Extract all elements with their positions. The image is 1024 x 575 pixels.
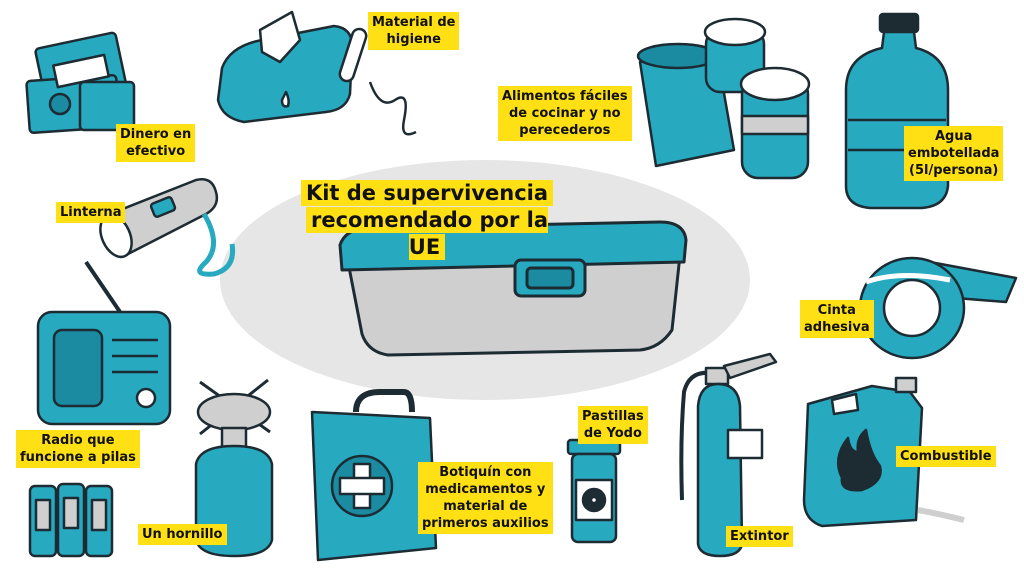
pill-bottle-icon [566, 438, 622, 544]
flashlight-icon [99, 178, 236, 277]
page-title: Kit de supervivencia recomendado por la … [293, 180, 561, 261]
camping-stove-icon [194, 378, 274, 558]
batteries-icon [28, 482, 114, 558]
banknotes-icon [25, 31, 136, 135]
title-line: recomendado por la UE [293, 207, 561, 261]
fire-extinguisher-icon [679, 352, 778, 558]
tape-roll-icon [858, 256, 1018, 360]
wet-wipes-icon [216, 10, 417, 136]
jerrycan-icon [802, 376, 965, 528]
label-extintor: Extintor [726, 526, 793, 547]
label-linterna: Linterna [56, 202, 126, 223]
label-hornillo: Un hornillo [138, 524, 227, 545]
radio-icon [36, 260, 172, 426]
first-aid-kit-icon [310, 389, 438, 562]
canned-food-icon [636, 17, 811, 180]
title-line: Kit de supervivencia [293, 180, 561, 207]
label-combustible: Combustible [896, 446, 996, 467]
